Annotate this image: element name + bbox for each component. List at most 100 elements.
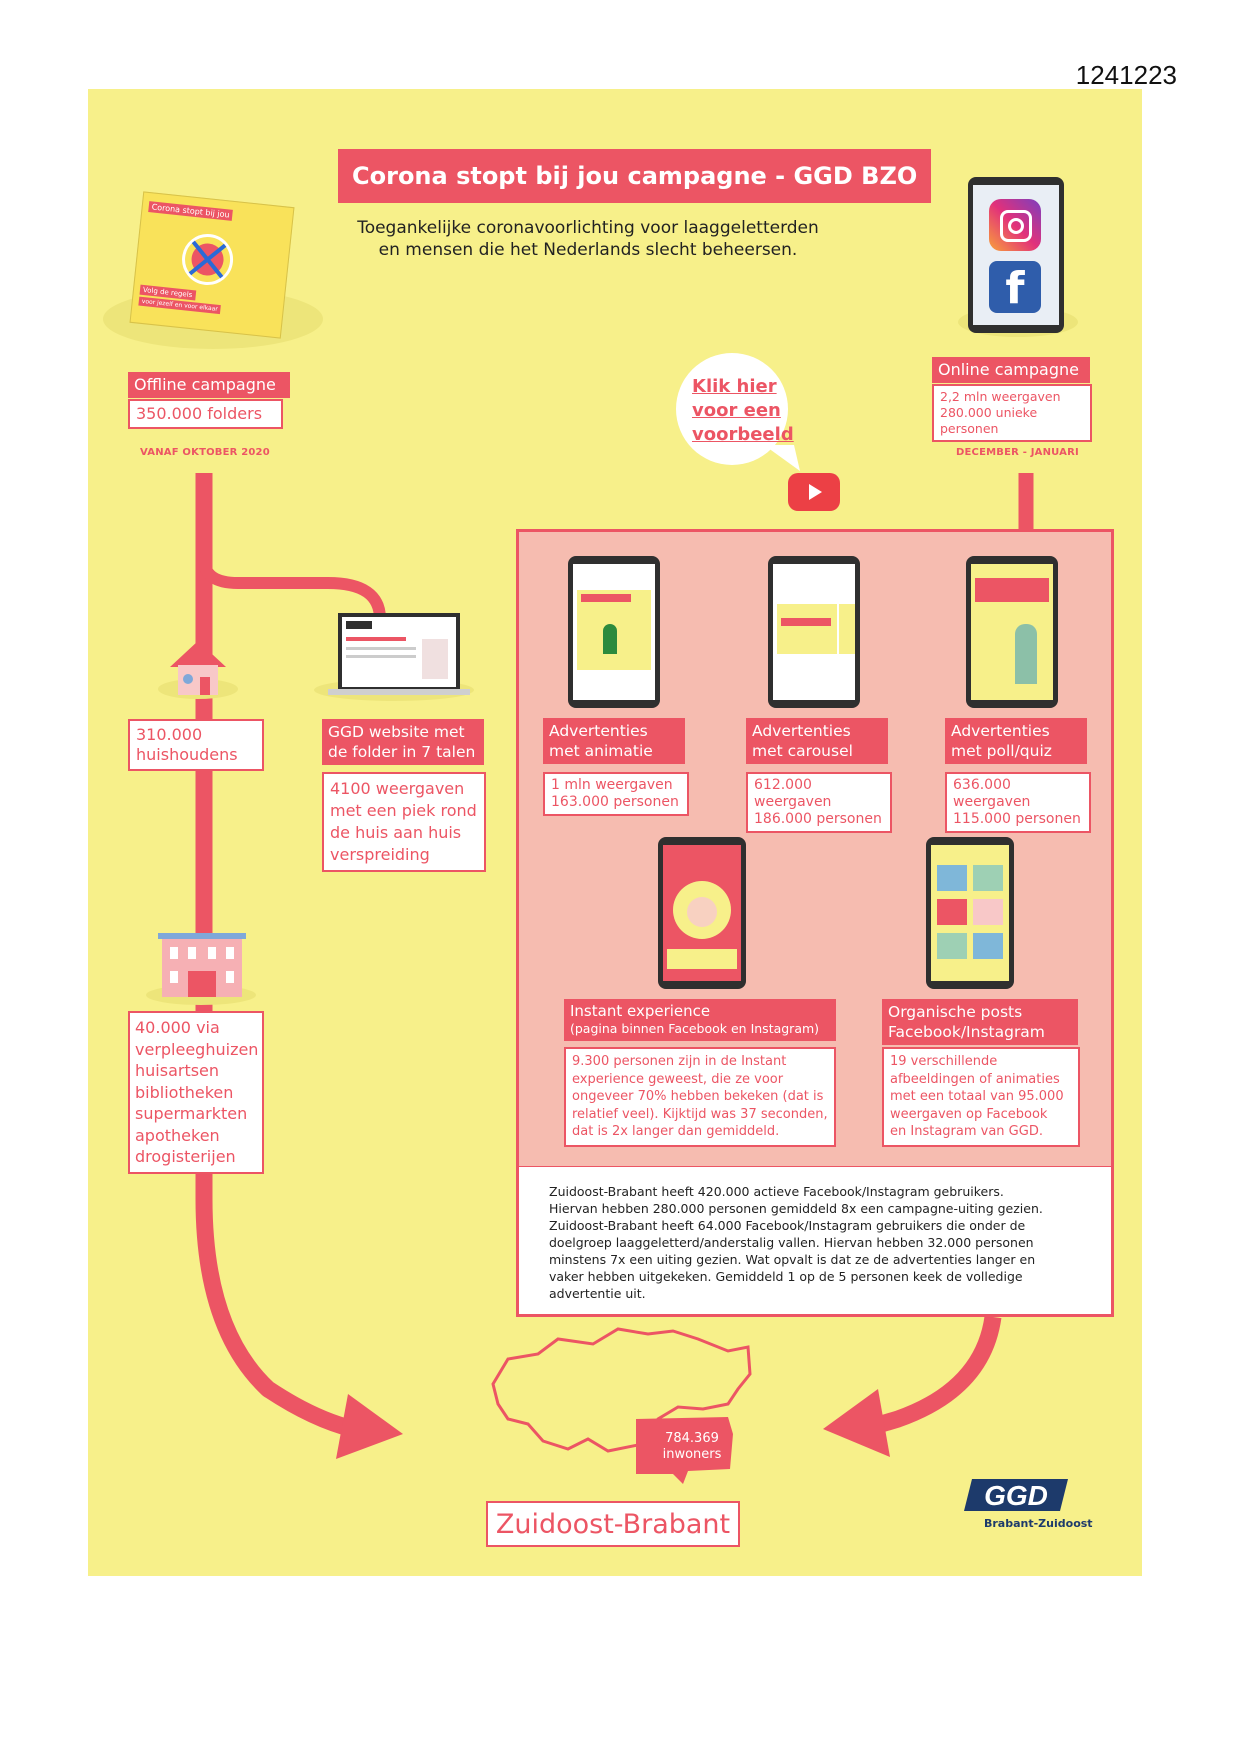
instant-label: Instant experience (pagina binnen Facebo… [564, 999, 836, 1041]
virus-icon [182, 234, 234, 286]
ad-stats-animation: 1 mln weergaven 163.000 personen [543, 772, 689, 816]
organic-label-line: Organische posts [888, 1003, 1023, 1021]
households-box: 310.000 huishoudens [128, 719, 264, 771]
example-link[interactable]: Klik hier voor een voorbeeld [692, 375, 794, 447]
house-icon [170, 641, 226, 695]
page-title: Corona stopt bij jou campagne - GGD BZO [338, 149, 932, 203]
online-date: DECEMBER - JANUARI [956, 447, 1079, 458]
organic-line: met een totaal van 95.000 [890, 1089, 1064, 1104]
ggd-logo-mark: GGD [964, 1479, 1068, 1511]
ad-label-carousel: Advertenties met carousel [746, 718, 888, 764]
location-line: huisartsen [135, 1061, 220, 1080]
organic-line: en Instagram van GGD. [890, 1124, 1043, 1139]
ad-label-line: met animatie [549, 742, 653, 760]
ad-phone-carousel [768, 556, 860, 708]
locations-box: 40.000 via verpleeghuizen huisartsen bib… [128, 1011, 264, 1174]
summary-line: vaker hebben uitgekeken. Gemiddeld 1 op … [549, 1269, 1023, 1284]
summary-line: Zuidoost-Brabant heeft 64.000 Facebook/I… [549, 1218, 1026, 1233]
online-stat-line: 280.000 unieke personen [940, 405, 1038, 436]
flow-lines [195, 473, 1034, 1484]
inhabitants-value: 784.369 [665, 1431, 719, 1446]
ad-label-line: Advertenties [951, 722, 1050, 740]
website-stat-line: de huis aan huis [330, 823, 462, 842]
ad-label-line: Advertenties [549, 722, 648, 740]
right-arrow-head [823, 1389, 890, 1457]
ad-phone-animation [568, 556, 660, 708]
ggd-logo-subtitle: Brabant-Zuidoost [984, 1517, 1093, 1530]
subtitle-line: Toegankelijke coronavoorlichting voor la… [357, 218, 819, 238]
summary-line: Hiervan hebben 280.000 personen gemiddel… [549, 1201, 1043, 1216]
region-map [491, 1327, 752, 1453]
instant-line: relatief veel). Kijktijd was 37 seconden… [572, 1106, 828, 1122]
organic-line: 19 verschillende [890, 1054, 998, 1069]
left-arrow-head [336, 1394, 403, 1459]
instant-stats: 9.300 personen zijn in de Instant experi… [564, 1047, 836, 1147]
instant-phone [658, 837, 746, 989]
play-icon [809, 484, 822, 500]
instant-line: dat is 2x langer dan gemiddeld. [572, 1124, 780, 1139]
summary-line: doelgroep laaggeletterd/anderstalig vall… [549, 1235, 1034, 1250]
website-label-line: de folder in 7 talen [328, 743, 476, 761]
folder-title: Corona stopt bij jou [148, 201, 234, 221]
example-link-line[interactable]: Klik hier [692, 376, 777, 397]
instagram-icon [989, 199, 1041, 251]
folder-text: voor jezelf en voor elkaar [138, 296, 222, 315]
location-line: supermarkten [135, 1104, 248, 1123]
organic-phone [926, 837, 1014, 989]
website-stats: 4100 weergaven met een piek rond de huis… [322, 772, 486, 872]
speech-bubble-tail [764, 445, 800, 471]
organic-stats: 19 verschillende afbeeldingen of animati… [882, 1047, 1080, 1147]
organic-label-line: Facebook/Instagram [888, 1023, 1045, 1041]
location-line: 40.000 via [135, 1018, 220, 1037]
online-campaign-label: Online campagne [932, 357, 1090, 383]
ggd-logo: GGD [964, 1477, 1068, 1513]
social-phone: f [968, 177, 1064, 333]
play-button[interactable] [788, 473, 840, 511]
ad-stats-carousel: 612.000 weergaven 186.000 personen [746, 772, 892, 833]
laptop-base [328, 689, 470, 695]
inhabitants-tag [636, 1417, 733, 1484]
region-name: Zuidoost-Brabant [486, 1501, 740, 1547]
organic-line: afbeeldingen of animaties [890, 1071, 1060, 1087]
example-link-line[interactable]: voor een [692, 400, 781, 421]
location-line: apotheken [135, 1125, 220, 1145]
ad-stat-line: 636.000 weergaven [953, 777, 1031, 810]
ad-label-line: met carousel [752, 742, 853, 760]
website-label-line: GGD website met [328, 723, 465, 741]
page-subtitle: Toegankelijke coronavoorlichting voor la… [308, 217, 868, 261]
offline-campaign-label: Offline campagne [128, 372, 290, 398]
ad-phone-poll [966, 556, 1058, 708]
ad-label-poll: Advertenties met poll/quiz [945, 718, 1087, 764]
ggd-logo-text: GGD [984, 1480, 1048, 1511]
website-label: GGD website met de folder in 7 talen [322, 719, 484, 765]
facebook-icon: f [989, 261, 1041, 314]
location-line: verpleeghuizen [135, 1039, 259, 1059]
offline-date: VANAF OKTOBER 2020 [140, 447, 270, 458]
building-icon [158, 933, 246, 997]
example-link-line[interactable]: voorbeeld [692, 424, 794, 445]
ad-stat-line: 612.000 weergaven [754, 777, 832, 810]
ad-label-animation: Advertenties met animatie [543, 718, 685, 764]
offline-folders-value: 350.000 folders [128, 399, 283, 429]
summary-line: minstens 7x een uiting gezien. Wat opval… [549, 1252, 1036, 1267]
instant-line: 9.300 personen zijn in de Instant [572, 1054, 787, 1069]
instant-line: experience geweest, die ze voor [572, 1071, 784, 1087]
online-stats: 2,2 mln weergaven 280.000 unieke persone… [932, 384, 1092, 442]
ad-stat-line: 115.000 personen [953, 811, 1081, 827]
instant-label-line: Instant experience [570, 1002, 711, 1020]
instant-line: ongeveer 70% hebben bekeken (dat is [572, 1089, 824, 1104]
summary-line: advertentie uit. [549, 1286, 646, 1301]
website-stat-line: met een piek rond [330, 801, 477, 820]
organic-label: Organische posts Facebook/Instagram [882, 999, 1078, 1045]
ad-stat-line: 163.000 personen [551, 794, 679, 810]
households-value: 310.000 [136, 725, 203, 744]
ad-label-line: met poll/quiz [951, 742, 1052, 760]
ad-stats-poll: 636.000 weergaven 115.000 personen [945, 772, 1091, 833]
online-stat-line: 2,2 mln weergaven [940, 389, 1061, 404]
summary-line: Zuidoost-Brabant heeft 420.000 actieve F… [549, 1184, 1004, 1199]
summary-text: Zuidoost-Brabant heeft 420.000 actieve F… [516, 1167, 1114, 1317]
location-line: bibliotheken [135, 1082, 234, 1102]
location-line: drogisterijen [135, 1147, 236, 1166]
subtitle-line: en mensen die het Nederlands slecht behe… [378, 240, 798, 260]
document-number: 1241223 [1075, 60, 1177, 90]
